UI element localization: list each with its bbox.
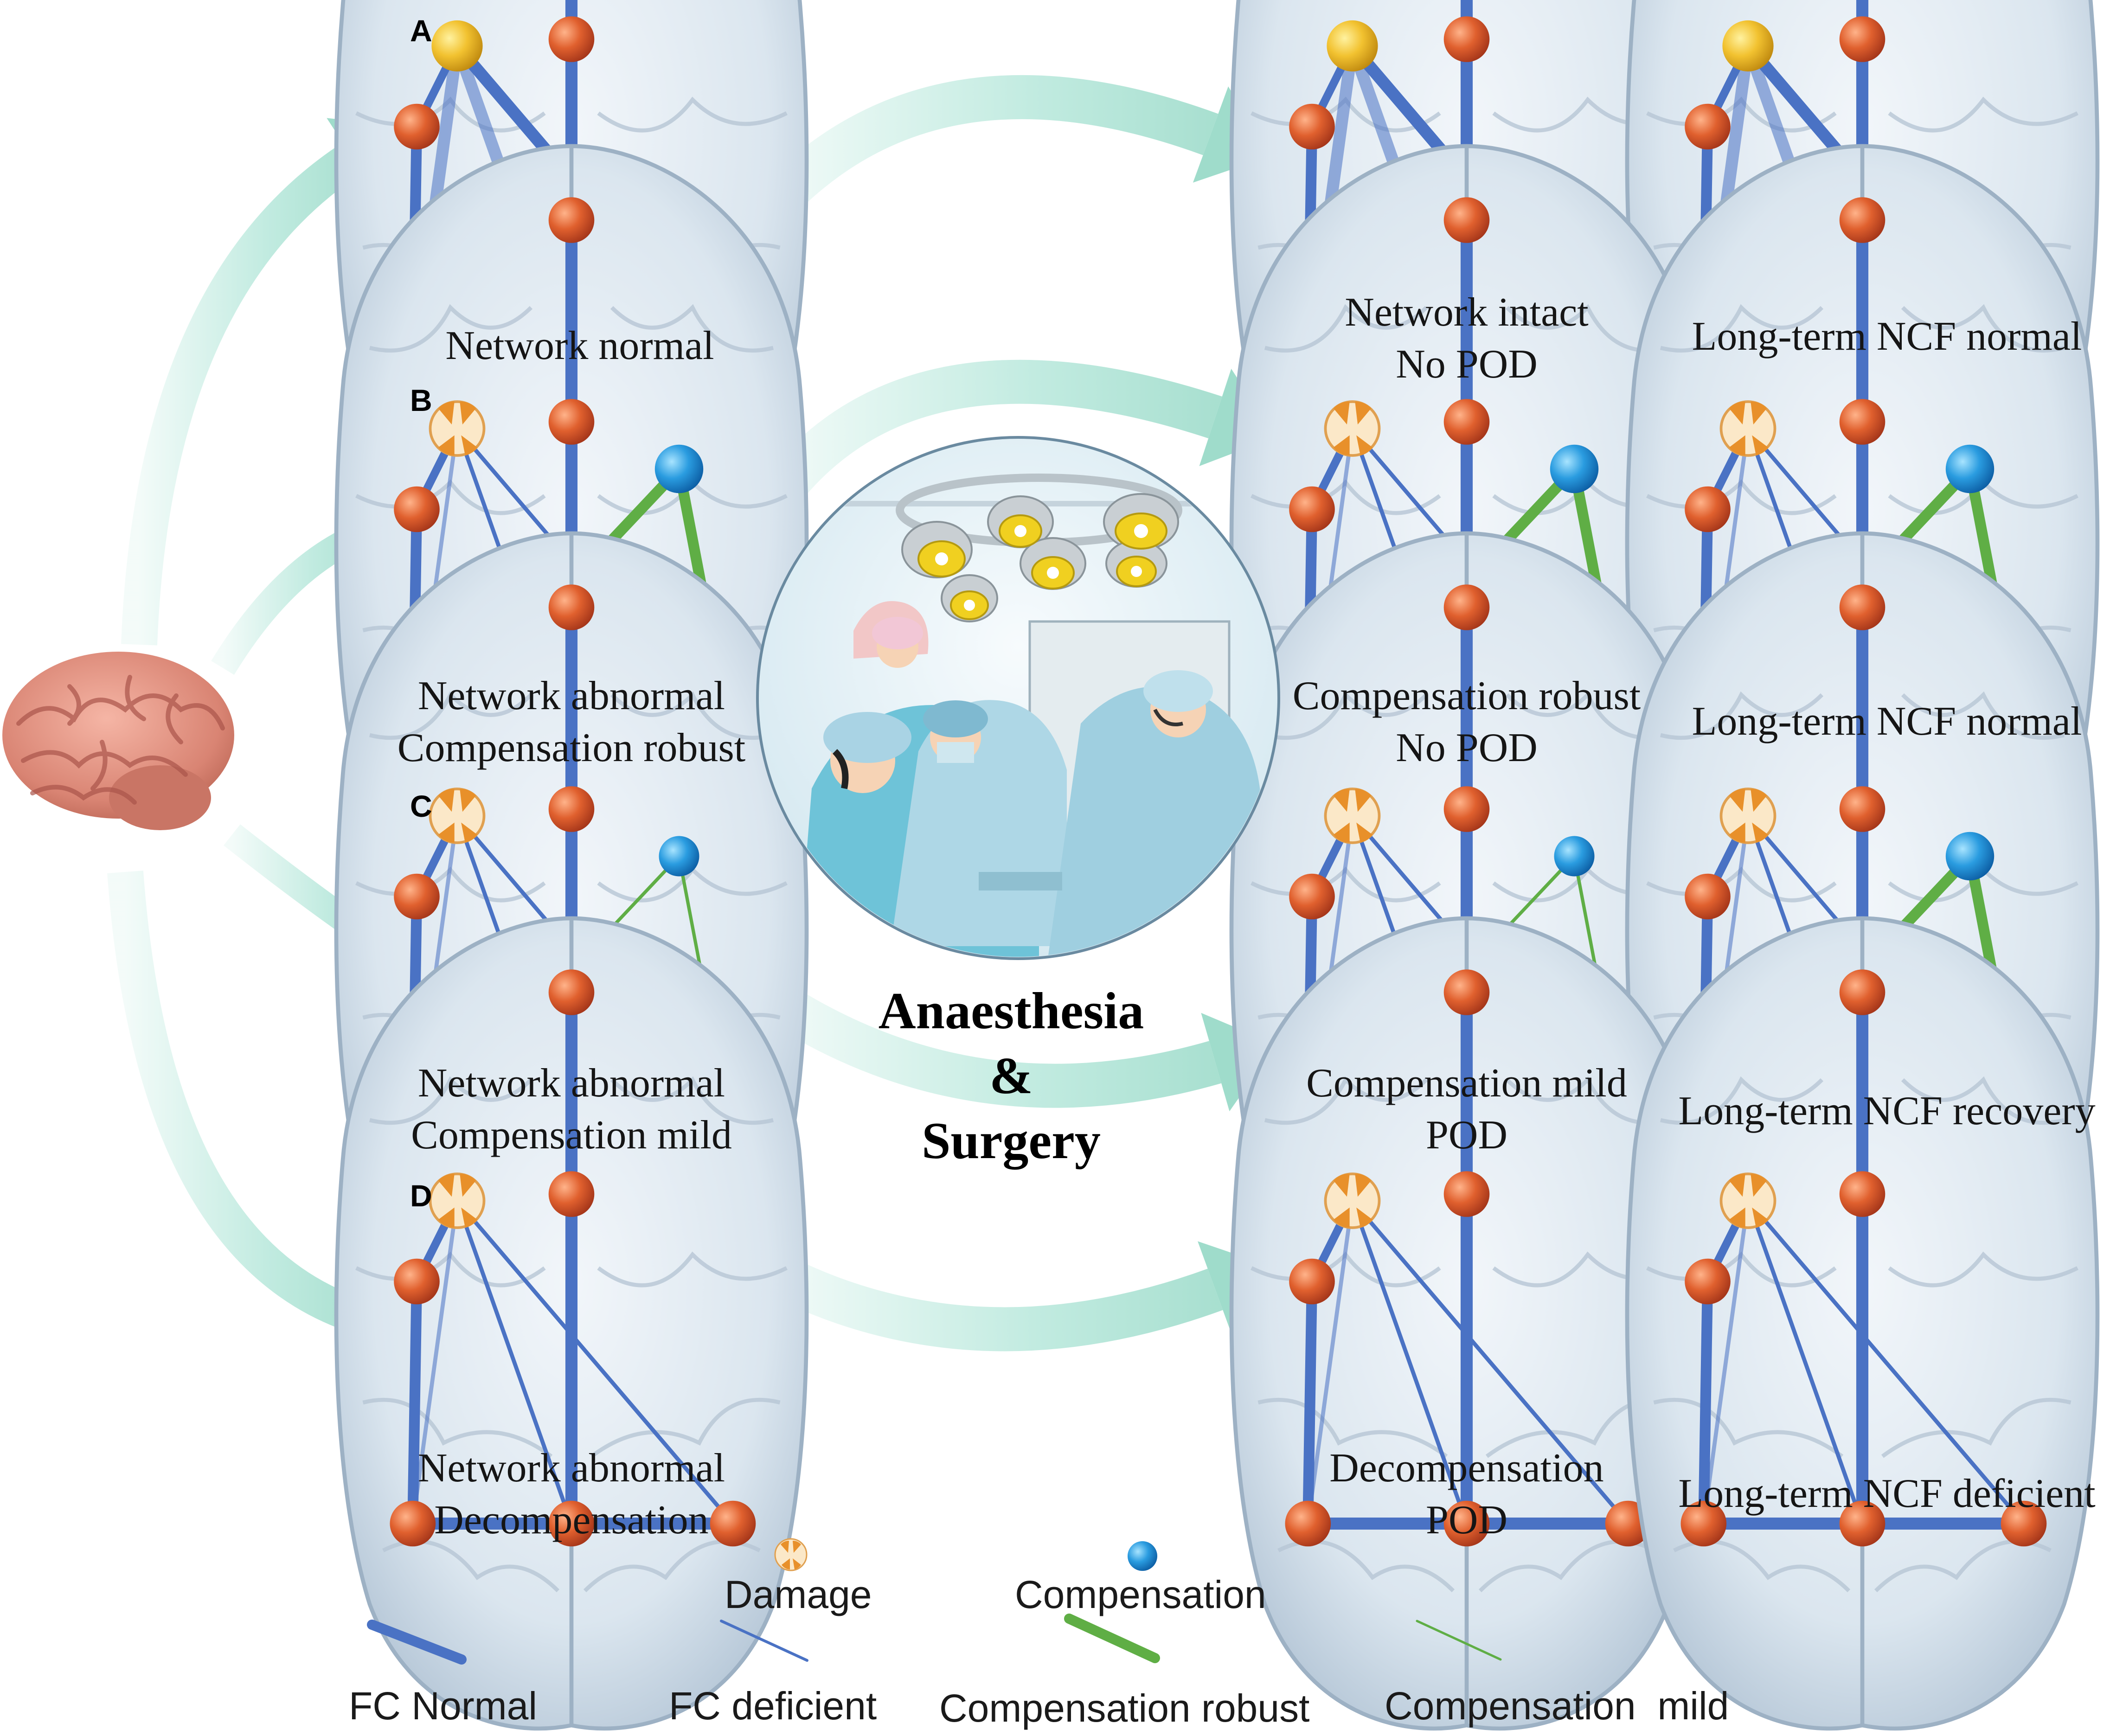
brain-d-mid — [1229, 916, 1704, 1731]
legend-comp-robust-line — [1064, 1614, 1160, 1663]
legend-damage-label: Damage — [725, 1573, 872, 1616]
label-d-mid-line1: Decompensation — [1329, 1446, 1604, 1491]
label-a-mid-line2: No POD — [1396, 342, 1538, 387]
legend-damage-icon — [774, 1538, 808, 1571]
label-a-end: Long-term NCF normal — [1692, 314, 2082, 359]
legend-comp-mild-label: Compensation mild — [1385, 1684, 1729, 1728]
legend-fc-deficient-label: FC deficient — [669, 1684, 877, 1728]
label-b-start-line2: Compensation robust — [397, 725, 746, 770]
surgery-scene-illustration — [756, 436, 1280, 960]
legend-compensation-icon — [1128, 1541, 1157, 1571]
label-d-mid-line2: POD — [1425, 1498, 1508, 1543]
label-b-mid-line2: No POD — [1396, 725, 1538, 770]
label-b-mid-line1: Compensation robust — [1292, 673, 1641, 718]
label-b-mid: Compensation robust No POD — [1293, 670, 1641, 774]
label-d-end: Long-term NCF deficient — [1678, 1471, 2096, 1516]
label-b-end: Long-term NCF normal — [1692, 699, 2082, 744]
label-d-start-line1: Network abnormal — [417, 1446, 725, 1491]
legend-fc-deficient-line — [720, 1620, 808, 1662]
label-c-start-line2: Compensation mild — [411, 1113, 732, 1158]
center-title: Anaesthesia & Surgery — [879, 979, 1144, 1173]
center-title-line2: & — [989, 1047, 1033, 1105]
arrow-a-to-mid — [754, 75, 1270, 224]
label-c-mid-line1: Compensation mild — [1306, 1061, 1627, 1106]
brain-diagrams — [334, 0, 2100, 1731]
panel-letter-d: D — [410, 1179, 432, 1213]
panel-letter-c: C — [410, 789, 432, 823]
legend-comp-mild-line — [1416, 1620, 1502, 1661]
label-a-mid: Network intact No POD — [1345, 287, 1588, 391]
label-a-mid-line1: Network intact — [1345, 290, 1589, 335]
label-d-start-line2: Decompensation — [434, 1498, 709, 1543]
brain-d-start — [334, 916, 809, 1731]
panel-letter-b: B — [410, 383, 432, 417]
center-title-line3: Surgery — [922, 1112, 1101, 1170]
source-brain-image — [2, 652, 234, 830]
center-title-line1: Anaesthesia — [878, 982, 1144, 1040]
brain-d-end — [1625, 916, 2100, 1731]
label-c-end: Long-term NCF recovery — [1678, 1089, 2096, 1134]
legend-fc-normal-line — [367, 1620, 467, 1665]
label-b-start-line1: Network abnormal — [417, 673, 725, 718]
legend-symbols — [367, 1538, 1502, 1665]
panel-letter-a: A — [410, 13, 432, 48]
legend-comp-robust-label: Compensation robust — [939, 1686, 1310, 1730]
label-c-start-line1: Network abnormal — [417, 1061, 725, 1106]
legend-compensation-label: Compensation — [1015, 1573, 1266, 1616]
legend-fc-normal-label: FC Normal — [349, 1684, 538, 1728]
label-c-mid-line2: POD — [1425, 1113, 1508, 1158]
label-a-start: Network normal — [445, 323, 714, 368]
arrow-d-to-mid — [760, 1241, 1275, 1352]
